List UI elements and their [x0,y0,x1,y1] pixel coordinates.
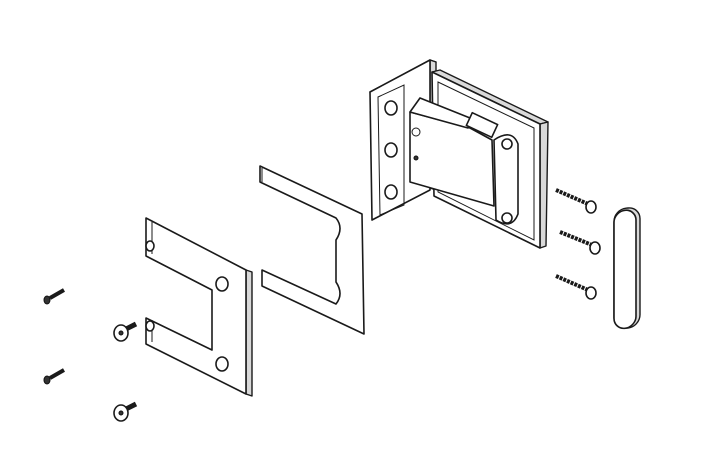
screw-hole [384,100,398,116]
screw-hole [384,184,398,200]
wood-screw [555,188,597,214]
countersunk-screw [113,401,138,422]
gasket [259,165,365,335]
machine-screw [43,288,65,305]
machine-screw [43,368,65,385]
cover-cap [613,207,641,330]
screw-hole [384,142,398,158]
cover-plate [145,217,253,397]
wood-screw [555,274,597,300]
hinge-body [409,69,549,249]
wood-screw [559,230,601,255]
countersunk-screw [113,321,138,342]
